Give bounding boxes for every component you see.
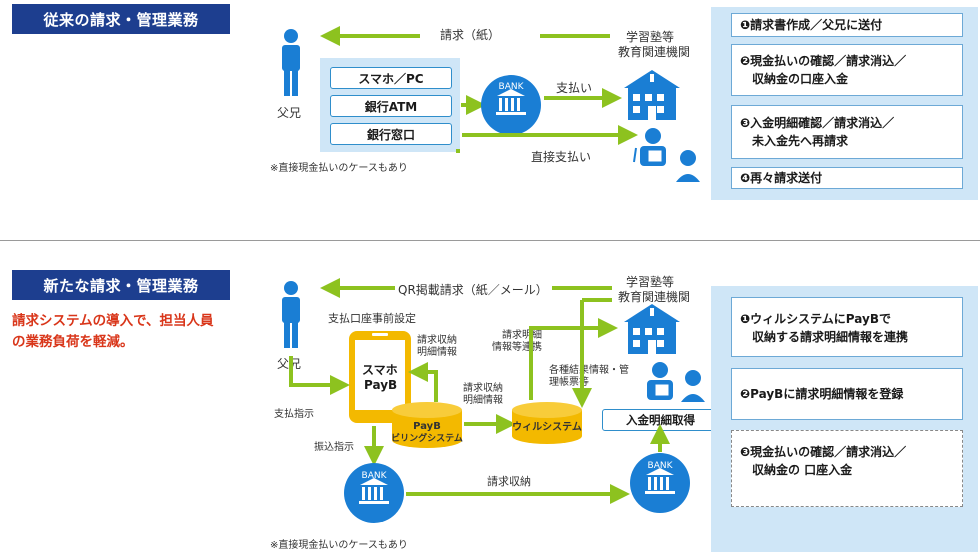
parent-person-icon-2 — [282, 281, 300, 348]
billing-receipt-label: 請求収納 — [487, 475, 531, 488]
will-system-label: ウィルシステム — [512, 421, 582, 433]
payment-method-atm: 銀行ATM — [330, 95, 452, 117]
bank-icon: BANK — [481, 75, 541, 135]
bank-icon-3: BANK — [630, 453, 690, 513]
will-to-school-arrow — [529, 318, 618, 400]
step2-2: ❷PayBに請求明細情報を登録 — [731, 368, 963, 420]
institution2-label-1: 学習塾等 — [626, 275, 675, 289]
payment-instruction-arrow — [289, 356, 350, 395]
payment-method-smartphone: スマホ／PC — [330, 67, 452, 89]
billing-info-label-4: 明細情報 — [463, 395, 503, 406]
direct-payment-label: 直接支払い — [531, 150, 592, 164]
institution2-label-2: 教育関連機関 — [618, 290, 691, 304]
results-label-2: 理帳票等 — [549, 377, 589, 388]
staff-woman-icon — [676, 150, 700, 182]
parent-person-icon — [282, 29, 300, 96]
step2-3: ❸現金払いの確認／請求消込／ 収納金の 口座入金 — [731, 430, 963, 507]
account-setup-label: 支払口座事前設定 — [328, 312, 416, 325]
section1-note: ※直接現金払いのケースもあり — [270, 163, 408, 174]
step2-1: ❶ウィルシステムにPayBで 収納する請求明細情報を連携 — [731, 297, 963, 357]
step1-2: ❷現金払いの確認／請求消込／ 収納金の口座入金 — [731, 44, 963, 96]
direct-payment-arrow — [456, 149, 460, 153]
detail-link-label-1: 請求明細 — [502, 330, 542, 341]
section2-note: ※直接現金払いのケースもあり — [270, 540, 408, 551]
payb-billing-database-icon: PayB ビリングシステム — [391, 402, 463, 448]
section2-subtitle-2: の業務負荷を軽減。 — [12, 334, 134, 350]
parent-label: 父兄 — [277, 106, 302, 120]
will-system-database-icon: ウィルシステム — [512, 402, 582, 444]
billing-info-label-2: 明細情報 — [417, 347, 457, 358]
invoice-paper-label: 請求（紙） — [440, 28, 501, 42]
section1-title: 従来の請求・管理業務 — [12, 4, 230, 34]
section-divider — [0, 240, 980, 241]
step1-4: ❹再々請求送付 — [731, 167, 963, 189]
step1-1: ❶請求書作成／父兄に送付 — [731, 13, 963, 37]
payment-method-counter: 銀行窓口 — [330, 123, 452, 145]
detail-link-label-2: 情報等連携 — [492, 342, 542, 353]
bank-text-3: BANK — [648, 461, 674, 471]
billing-info-label-3: 請求収納 — [463, 383, 503, 394]
qr-invoice-label: QR掲載請求（紙／メール） — [398, 283, 548, 297]
staff-icon — [633, 128, 666, 166]
payb-system-label-1: PayB — [413, 421, 441, 432]
phone-label-2: PayB — [364, 378, 398, 392]
staff-woman-icon-2 — [681, 370, 705, 402]
transfer-instruction-label: 振込指示 — [314, 442, 354, 453]
payment-instruction-label: 支払指示 — [274, 409, 314, 420]
institution-label-2: 教育関連機関 — [618, 45, 691, 59]
phone-label-1: スマホ — [362, 363, 398, 377]
results-label-1: 各種結果情報・管 — [549, 365, 629, 376]
bank-text: BANK — [499, 82, 525, 92]
institution-label-1: 学習塾等 — [626, 30, 675, 44]
payment-label: 支払い — [556, 81, 593, 95]
staff-icon-2 — [647, 362, 673, 400]
section2-subtitle-1: 請求システムの導入で、担当人員 — [12, 313, 214, 329]
school-building-icon — [624, 70, 680, 120]
payb-system-label-2: ビリングシステム — [391, 432, 463, 444]
phone-screen — [355, 340, 405, 410]
step1-3: ❸入金明細確認／請求消込／ 未入金先へ再請求 — [731, 105, 963, 159]
billing-info-label-1: 請求収納 — [417, 335, 457, 346]
section2-title: 新たな請求・管理業務 — [12, 270, 230, 300]
payb-to-phone-arrow — [408, 362, 438, 402]
bank-icon-2: BANK — [344, 463, 404, 523]
school-building-icon-2 — [624, 304, 680, 354]
bank-text-2: BANK — [362, 471, 388, 481]
